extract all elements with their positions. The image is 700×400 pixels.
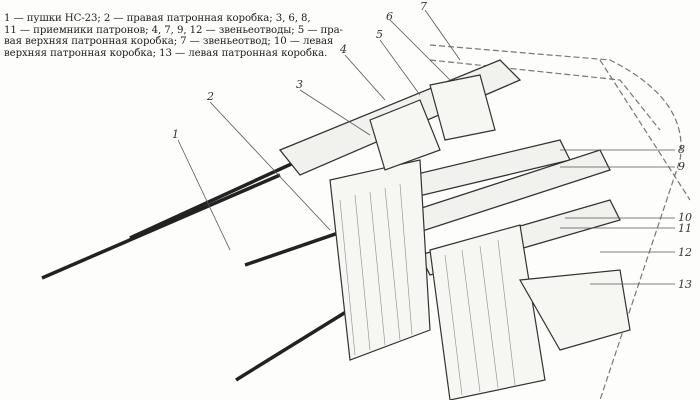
label-9: 9 — [678, 160, 685, 173]
label-4: 4 — [340, 43, 347, 56]
caption-line: 1 — пушки НС-23; 2 — правая патронная ко… — [4, 13, 311, 24]
label-7: 7 — [420, 0, 427, 13]
figure-caption: 1 — пушки НС-23; 2 — правая патронная ко… — [4, 13, 343, 59]
label-12: 12 — [678, 246, 692, 259]
label-8: 8 — [678, 143, 685, 156]
label-13: 13 — [678, 278, 692, 291]
label-6: 6 — [386, 10, 393, 23]
box-ribs — [339, 183, 516, 396]
caption-line: 11 — приемники патронов; 4, 7, 9, 12 — з… — [4, 24, 343, 36]
label-3: 3 — [296, 78, 303, 91]
caption-line: верхняя патронная коробка; 13 — левая па… — [4, 47, 328, 59]
leader-lines — [177, 9, 675, 285]
label-1: 1 — [172, 128, 179, 141]
label-10: 10 — [678, 211, 692, 224]
ammo-boxes — [329, 74, 631, 400]
caption-line: вая верхняя патронная коробка; 7 — звень… — [4, 36, 334, 48]
label-11: 11 — [678, 222, 692, 235]
label-5: 5 — [376, 28, 383, 41]
label-2: 2 — [207, 90, 214, 103]
